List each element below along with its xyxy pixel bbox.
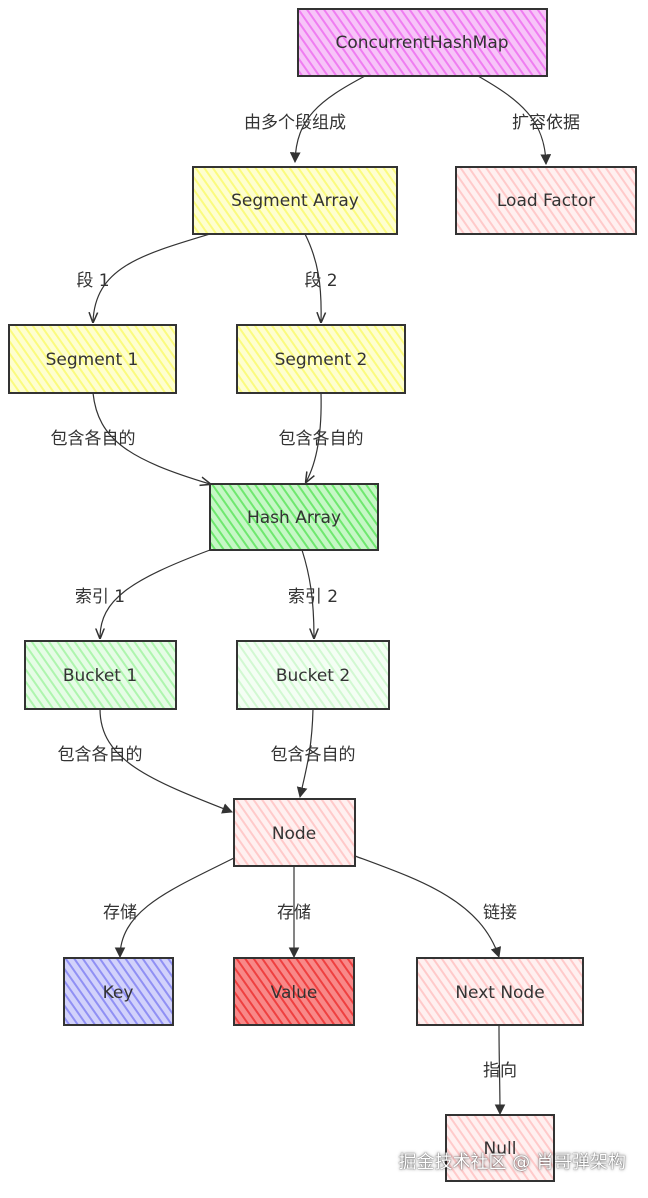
node-null[interactable]: Null: [445, 1114, 555, 1182]
node-label: Load Factor: [497, 191, 595, 211]
node-label: ConcurrentHashMap: [335, 33, 508, 53]
edge-label-segment2-hash: 包含各自的: [279, 429, 364, 449]
edge-label-segment2: 段 2: [304, 271, 337, 291]
edge-label-bucket2-node: 包含各自的: [271, 745, 356, 765]
node-segment-array[interactable]: Segment Array: [192, 166, 398, 235]
edge-chm-load-factor: [477, 75, 552, 166]
edge-label-node-next: 链接: [483, 903, 517, 923]
watermark: 掘金技术社区 @ 肖哥弹架构: [398, 1152, 626, 1173]
edge-label-node-key: 存储: [103, 903, 137, 923]
edge-label-chm-segment-array: 由多个段组成: [244, 113, 346, 133]
node-value[interactable]: Value: [233, 957, 355, 1026]
edge-label-chm-load-factor: 扩容依据: [512, 113, 580, 133]
node-label: Key: [103, 983, 134, 1003]
node-label: Value: [271, 983, 318, 1003]
edges: [92, 75, 552, 1116]
node-label: Node: [272, 824, 316, 844]
edge-label-index2: 索引 2: [288, 587, 338, 607]
edge-label-node-value: 存储: [277, 903, 311, 923]
node-label: Null: [484, 1139, 517, 1159]
edge-label-index1: 索引 1: [75, 587, 125, 607]
node-concurrenthashmap[interactable]: ConcurrentHashMap: [297, 8, 548, 77]
edge-label-next-null: 指向: [483, 1061, 517, 1081]
node-load-factor[interactable]: Load Factor: [455, 166, 637, 235]
node-label: Segment 2: [275, 350, 368, 370]
edge-label-segment1: 段 1: [76, 271, 109, 291]
edge-bucket2-node: [296, 708, 314, 799]
edge-segment1-hash-array: [92, 392, 210, 484]
edge-bucket1-node: [99, 708, 234, 814]
edge-label-bucket1-node: 包含各自的: [58, 745, 143, 765]
node-segment2[interactable]: Segment 2: [236, 324, 406, 394]
edge-node-next-node: [354, 855, 502, 959]
node-label: Segment Array: [231, 191, 359, 211]
node-label: Next Node: [455, 983, 544, 1003]
node-hash-array[interactable]: Hash Array: [209, 483, 379, 551]
node-next-node[interactable]: Next Node: [416, 957, 584, 1026]
node-bucket2[interactable]: Bucket 2: [236, 640, 390, 710]
node-label: Bucket 2: [276, 666, 350, 686]
edge-label-segment1-hash: 包含各自的: [51, 429, 136, 449]
edge-hash-array-bucket1: [100, 549, 211, 638]
node-label: Segment 1: [46, 350, 139, 370]
edge-node-key: [114, 857, 235, 959]
node-label: Bucket 1: [63, 666, 137, 686]
edge-next-node-null: [494, 1025, 506, 1116]
node-key[interactable]: Key: [63, 957, 174, 1026]
node-bucket1[interactable]: Bucket 1: [24, 640, 177, 710]
edge-segment-array-segment1: [93, 233, 211, 322]
edge-chm-segment-array: [289, 75, 366, 164]
edge-labels: 由多个段组成 扩容依据 段 1 段 2 包含各自的 包含各自的 索引 1 索引 …: [51, 113, 581, 1081]
edge-segment2-hash-array: [306, 392, 322, 482]
node-segment1[interactable]: Segment 1: [8, 324, 177, 394]
node-label: Hash Array: [247, 508, 341, 528]
edge-segment-array-segment2: [304, 233, 321, 322]
node-node[interactable]: Node: [233, 798, 356, 867]
edge-hash-array-bucket2: [301, 549, 314, 638]
